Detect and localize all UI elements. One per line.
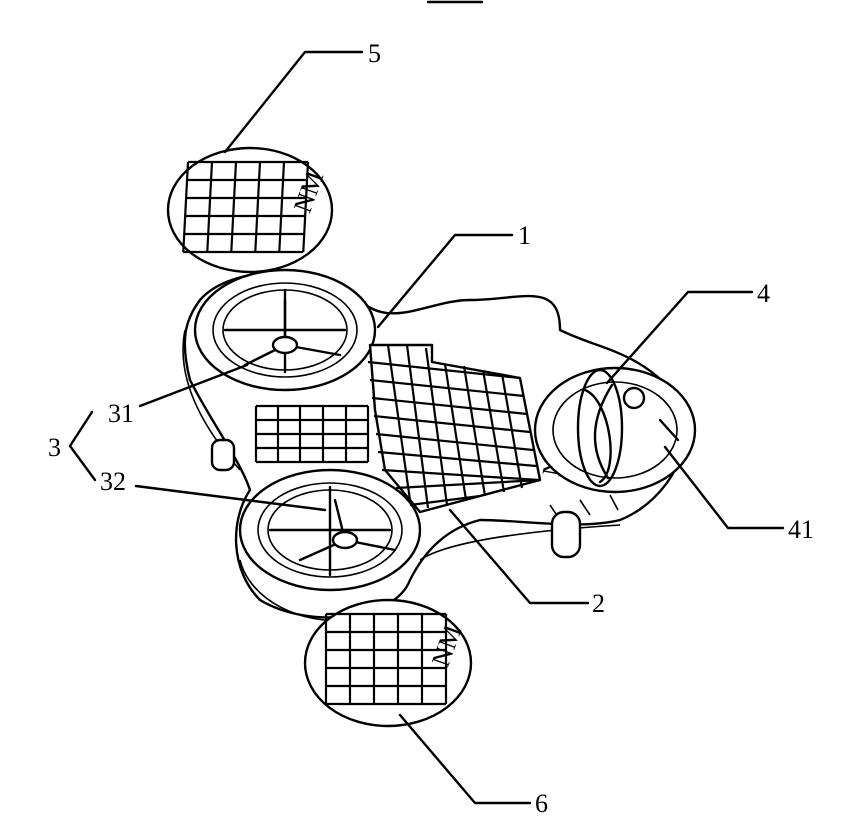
label-4: 4 <box>757 279 770 308</box>
label-2: 2 <box>592 589 605 618</box>
label-41: 41 <box>788 515 814 544</box>
label-31: 31 <box>108 399 134 428</box>
label-5: 5 <box>368 39 381 68</box>
label-6: 6 <box>535 789 548 818</box>
side-leg <box>210 438 236 472</box>
label-3: 3 <box>48 433 61 462</box>
label-1: 1 <box>518 221 531 250</box>
rear-leg <box>550 510 582 559</box>
tail-propeller <box>533 366 697 559</box>
leader-lines <box>68 50 785 805</box>
rotor-rear <box>238 468 422 592</box>
side-solar-panel <box>254 404 370 464</box>
label-32: 32 <box>100 467 126 496</box>
left-wing-panel: NM <box>166 146 334 274</box>
right-wing-panel: NM <box>303 598 473 728</box>
rotor-front <box>193 268 377 392</box>
